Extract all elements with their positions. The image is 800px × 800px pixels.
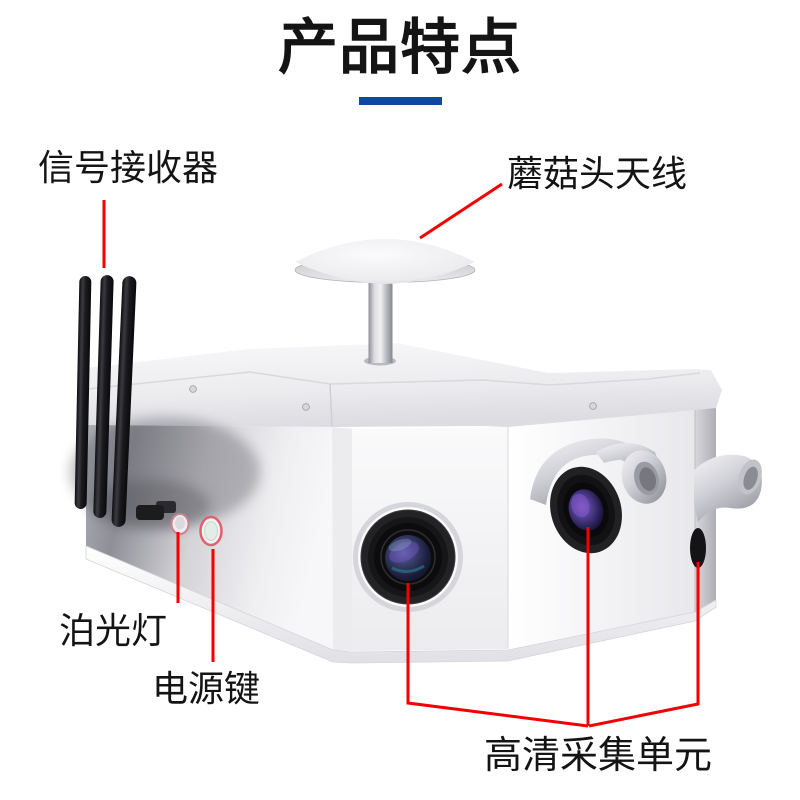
side-camera-lens bbox=[550, 466, 622, 554]
fill-light-label: 泊光灯 bbox=[59, 610, 168, 651]
antenna-icon bbox=[93, 275, 114, 518]
antenna-icon bbox=[111, 276, 137, 527]
mushroom-cap-dome bbox=[295, 239, 475, 284]
leader-lines bbox=[102, 182, 700, 728]
antenna-icon bbox=[74, 276, 92, 509]
mushroom-antenna bbox=[294, 239, 476, 366]
title-underline-bar bbox=[359, 97, 442, 105]
lid-screw bbox=[189, 385, 597, 411]
fill-light-button bbox=[170, 513, 190, 535]
front-camera-leader-line bbox=[406, 583, 589, 728]
hd-capture-unit-label: 高清采集单元 bbox=[484, 735, 713, 777]
device-lid bbox=[86, 343, 722, 429]
side-camera bbox=[530, 438, 667, 554]
side-camera-hood-opening bbox=[621, 450, 667, 504]
power-key-button bbox=[199, 515, 223, 547]
signal-receiver-label: 信号接收器 bbox=[38, 147, 219, 188]
mushroom-antenna-leader-line bbox=[419, 182, 503, 240]
antenna-mount bbox=[136, 501, 176, 520]
signal-antennas bbox=[74, 275, 137, 527]
page-title: 产品特点 bbox=[278, 14, 522, 81]
front-camera-lens bbox=[353, 502, 463, 612]
power-key-label: 电源键 bbox=[152, 668, 261, 709]
mushroom-antenna-label: 蘑菇头天线 bbox=[507, 153, 688, 194]
right-camera-hood-opening bbox=[738, 459, 762, 495]
right-camera-lens bbox=[690, 528, 706, 568]
right-camera bbox=[690, 454, 762, 568]
right-camera-leader-line bbox=[588, 562, 700, 728]
left-front-chamfer bbox=[332, 427, 352, 651]
